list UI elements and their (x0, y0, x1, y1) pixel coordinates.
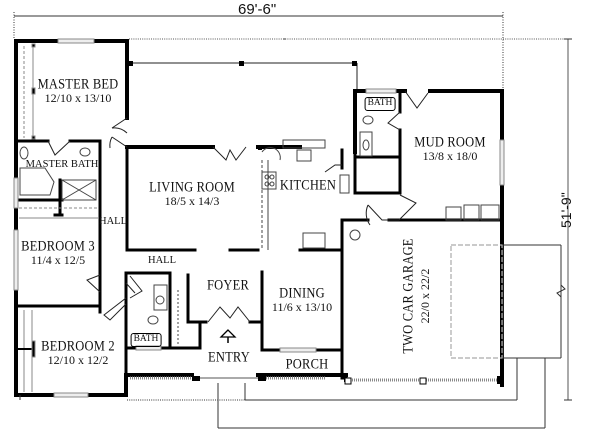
overall-depth-label: 51'-9" (558, 192, 574, 228)
interior-walls (14, 89, 504, 397)
room-size-master-bed: 12/10 x 13/10 (44, 91, 112, 105)
door-swings (47, 90, 429, 323)
master-bath-fixtures (19, 146, 97, 201)
room-label-master-bath: MASTER BATH (25, 159, 99, 170)
width-dimension-line (13, 12, 570, 92)
garage-front (344, 376, 503, 385)
room-label-mud-room: MUD ROOM (414, 133, 486, 151)
room-size-living-room: 18/5 x 14/3 (164, 194, 220, 208)
rear-patio (128, 61, 358, 93)
overall-width-label: 69'-6" (238, 1, 277, 18)
kitchen-fixtures (261, 139, 361, 250)
upper-bath-fixtures (359, 115, 374, 157)
hall-closet (19, 207, 98, 219)
porch-front (130, 376, 325, 381)
room-size-dining: 11/6 x 13/10 (271, 300, 333, 314)
master-closet (23, 43, 36, 140)
bedroom2-closet (16, 310, 36, 392)
lower-bath-fixtures (147, 284, 179, 345)
room-label-bedroom-3: BEDROOM 3 (21, 237, 95, 255)
break-symbol (556, 245, 566, 358)
garage-door-outline (450, 244, 503, 359)
room-label-hall-1: HALL (99, 216, 127, 227)
laundry-fixtures (445, 204, 500, 221)
room-label-garage: TWO CAR GARAGE (399, 238, 416, 354)
room-label-bath-lower: BATH (130, 333, 162, 347)
windows (13, 38, 505, 398)
room-size-bedroom-3: 11/4 x 12/5 (30, 253, 86, 267)
depth-dimension-line (283, 38, 572, 401)
entry-arrow-icon (219, 329, 237, 343)
room-label-living-room: LIVING ROOM (149, 178, 235, 196)
room-label-bath-upper: BATH (364, 97, 396, 111)
exterior-walls (14, 39, 504, 397)
room-size-bedroom-2: 12/10 x 12/2 (47, 353, 109, 367)
room-label-foyer: FOYER (207, 276, 249, 294)
room-label-entry: ENTRY (208, 348, 250, 366)
room-label-porch: PORCH (285, 355, 329, 373)
room-label-bedroom-2: BEDROOM 2 (41, 337, 115, 355)
room-label-master-bed: MASTER BED (37, 75, 119, 93)
room-label-kitchen: KITCHEN (279, 176, 337, 194)
room-size-garage: 22/0 x 22/2 (418, 268, 432, 324)
room-label-hall-2: HALL (148, 255, 176, 266)
room-label-dining: DINING (279, 284, 325, 302)
room-size-mud-room: 13/8 x 18/0 (422, 149, 478, 163)
